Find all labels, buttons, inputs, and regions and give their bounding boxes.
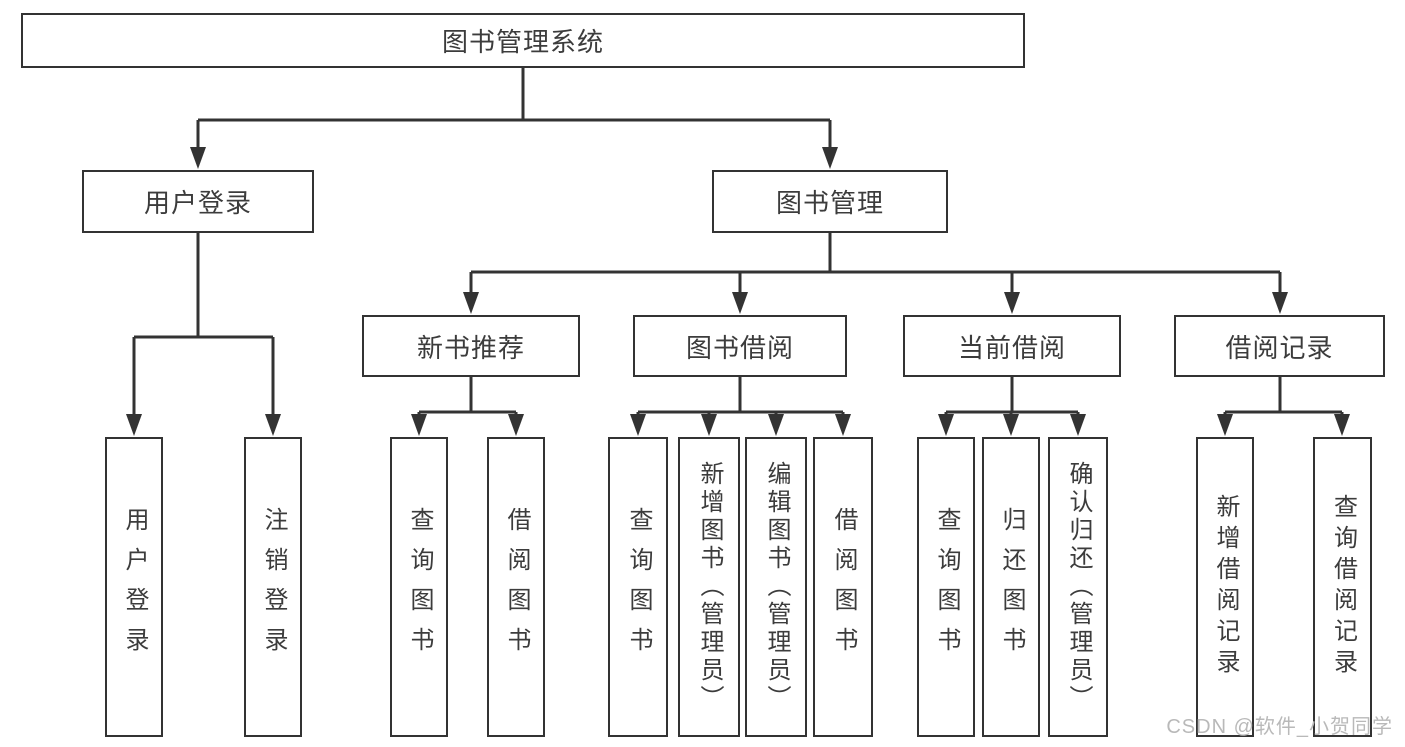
node-label: 查询图书 bbox=[406, 507, 433, 667]
node-label: 查询图书 bbox=[625, 507, 652, 667]
node-label: 用户登录 bbox=[121, 507, 148, 667]
node-return-books: 归还图书 bbox=[982, 437, 1040, 737]
node-current-query-books: 查询图书 bbox=[917, 437, 975, 737]
node-label: 用户登录 bbox=[143, 188, 252, 218]
node-recommend-query-books: 查询图书 bbox=[390, 437, 448, 737]
node-label: 查询借阅记录 bbox=[1329, 494, 1357, 680]
node-borrowing-borrow-books: 借阅图书 bbox=[813, 437, 873, 737]
node-label: 图书借阅 bbox=[685, 332, 794, 363]
node-current-borrowing: 当前借阅 bbox=[903, 315, 1121, 377]
node-label: 图书管理系统 bbox=[441, 27, 604, 57]
watermark: CSDN @软件_小贺同学 bbox=[1166, 716, 1393, 738]
node-edit-books-admin: 编辑图书（管理员） bbox=[745, 437, 807, 737]
node-label: 归还图书 bbox=[998, 507, 1025, 667]
node-add-books-admin: 新增图书（管理员） bbox=[678, 437, 740, 737]
node-add-borrow-record: 新增借阅记录 bbox=[1196, 437, 1254, 737]
node-label: 新增图书（管理员） bbox=[696, 461, 723, 713]
node-new-book-recommend: 新书推荐 bbox=[362, 315, 580, 377]
node-recommend-borrow-books: 借阅图书 bbox=[487, 437, 545, 737]
node-book-management-module: 图书管理 bbox=[712, 170, 948, 233]
arrowheads bbox=[126, 147, 1350, 436]
node-borrowing-records: 借阅记录 bbox=[1174, 315, 1385, 377]
node-label: 编辑图书（管理员） bbox=[763, 461, 790, 713]
node-logout: 注销登录 bbox=[244, 437, 302, 737]
node-label: 新书推荐 bbox=[416, 332, 525, 363]
node-confirm-return-admin: 确认归还（管理员） bbox=[1048, 437, 1108, 737]
node-book-borrowing: 图书借阅 bbox=[633, 315, 847, 377]
node-user-login-module: 用户登录 bbox=[82, 170, 314, 233]
node-label: 借阅图书 bbox=[503, 507, 530, 667]
node-library-management-system: 图书管理系统 bbox=[21, 13, 1025, 68]
node-label: 借阅记录 bbox=[1225, 332, 1334, 363]
node-label: 注销登录 bbox=[260, 507, 287, 667]
node-label: 新增借阅记录 bbox=[1212, 494, 1239, 680]
node-label: 图书管理 bbox=[775, 188, 884, 218]
node-query-borrow-record: 查询借阅记录 bbox=[1313, 437, 1372, 737]
node-label: 确认归还（管理员） bbox=[1065, 461, 1092, 713]
node-user-login: 用户登录 bbox=[105, 437, 163, 737]
node-label: 当前借阅 bbox=[957, 332, 1066, 363]
node-label: 借阅图书 bbox=[830, 507, 857, 667]
node-label: 查询图书 bbox=[933, 507, 960, 667]
node-borrowing-query-books: 查询图书 bbox=[608, 437, 668, 737]
